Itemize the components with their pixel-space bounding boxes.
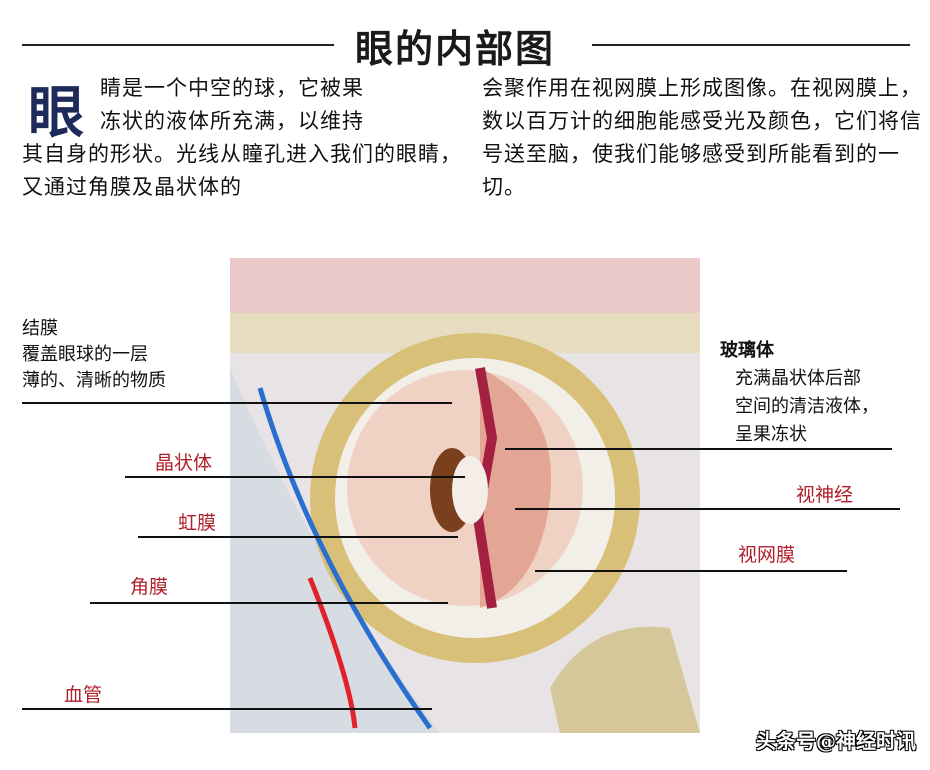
intro-line-1: 睛是一个中空的球，它被果	[100, 76, 364, 100]
page-title: 眼的内部图	[355, 26, 556, 71]
drop-cap: 眼	[28, 80, 84, 146]
label-optic-nerve: 视神经	[796, 484, 854, 506]
leader-conjunctiva	[22, 402, 452, 404]
label-vessel: 血管	[64, 684, 103, 706]
label-cornea: 角膜	[130, 576, 169, 598]
leader-vitreous	[505, 448, 892, 450]
leader-cornea	[90, 602, 448, 604]
leader-retina	[535, 570, 847, 572]
label-vitreous-desc1: 充满晶状体后部	[735, 368, 861, 389]
label-vitreous-desc2: 空间的清洁液体，	[735, 396, 879, 417]
label-conjunctiva-desc2: 薄的、清晰的物质	[22, 370, 166, 391]
intro-col1-rest: 其自身的形状。光线从瞳孔进入我们的眼睛，又通过角膜及晶状体的	[22, 142, 462, 199]
watermark: 头条号@神经时讯	[756, 729, 916, 753]
eye-illustration	[230, 258, 700, 733]
leader-iris	[138, 536, 458, 538]
intro-col2: 会聚作用在视网膜上形成图像。在视网膜上，数以百万计的细胞能感受光及颜色，它们将信…	[482, 76, 922, 199]
label-conjunctiva: 结膜	[22, 318, 58, 339]
label-retina: 视网膜	[738, 544, 796, 566]
label-vitreous: 玻璃体	[720, 340, 774, 361]
label-iris: 虹膜	[178, 512, 217, 534]
label-vitreous-desc3: 呈果冻状	[735, 424, 807, 445]
leader-vessel	[22, 708, 432, 710]
title-rule-right	[592, 44, 910, 46]
leader-lens	[125, 476, 465, 478]
label-lens: 晶状体	[155, 452, 213, 474]
label-conjunctiva-desc1: 覆盖眼球的一层	[22, 344, 148, 365]
leader-optic-nerve	[515, 508, 900, 510]
intro-line-2: 冻状的液体所充满，以维持	[100, 109, 364, 133]
title-rule-left	[22, 44, 334, 46]
